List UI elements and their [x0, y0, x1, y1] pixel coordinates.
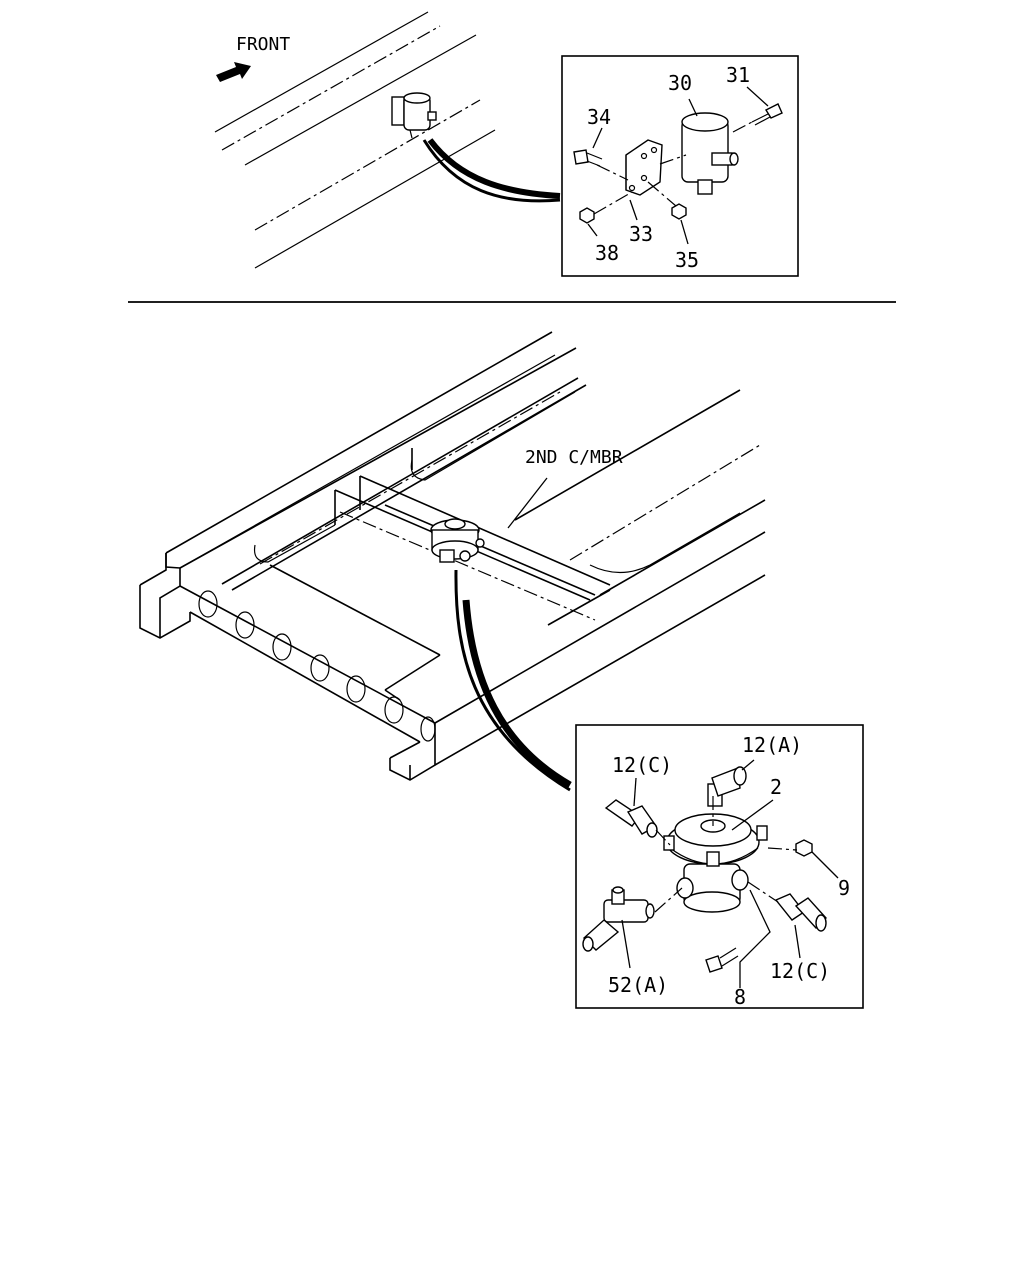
fitting-12c-right [774, 893, 827, 932]
elbow-fitting-12a [707, 766, 747, 807]
detail-box-top [561, 55, 799, 277]
callout-52a: 52(A) [608, 973, 668, 997]
callout-30: 30 [668, 71, 692, 95]
nut-9 [795, 839, 813, 857]
top-section: FRONT [214, 11, 799, 277]
callout-12c-right: 12(C) [770, 959, 830, 983]
callout-12c-left: 12(C) [612, 753, 672, 777]
callout-31: 31 [726, 63, 750, 87]
relay-valve-mounted [430, 518, 485, 563]
air-tank-small [391, 92, 437, 139]
air-tank-30 [681, 112, 739, 195]
detail-leader-bottom [454, 569, 571, 792]
fitting-12c-left [604, 799, 658, 838]
callout-38: 38 [595, 241, 619, 265]
detail-box-bottom [575, 724, 864, 1009]
callout-9: 9 [838, 876, 850, 900]
callout-8: 8 [734, 985, 746, 1009]
bottom-section: 2ND C/MBR [139, 331, 864, 1009]
nut-38 [579, 207, 595, 224]
front-label: FRONT [236, 34, 290, 55]
bolt-31 [751, 103, 783, 126]
bracket-33 [625, 139, 663, 196]
callout-34: 34 [587, 105, 611, 129]
callout-35: 35 [675, 248, 699, 272]
cross-member [221, 377, 766, 701]
frame-rail-left [139, 331, 766, 781]
tee-fitting-52a [582, 886, 655, 952]
bolt-34 [573, 149, 603, 167]
callout-12a: 12(A) [742, 733, 802, 757]
nut-35 [671, 203, 687, 220]
detail-leader-top [422, 139, 561, 203]
front-arrow-icon [216, 62, 251, 82]
callout-2: 2 [770, 775, 782, 799]
member-label: 2ND C/MBR [525, 447, 623, 468]
bolt-8 [705, 947, 739, 973]
relay-valve-2 [663, 813, 768, 913]
callout-33: 33 [629, 222, 653, 246]
